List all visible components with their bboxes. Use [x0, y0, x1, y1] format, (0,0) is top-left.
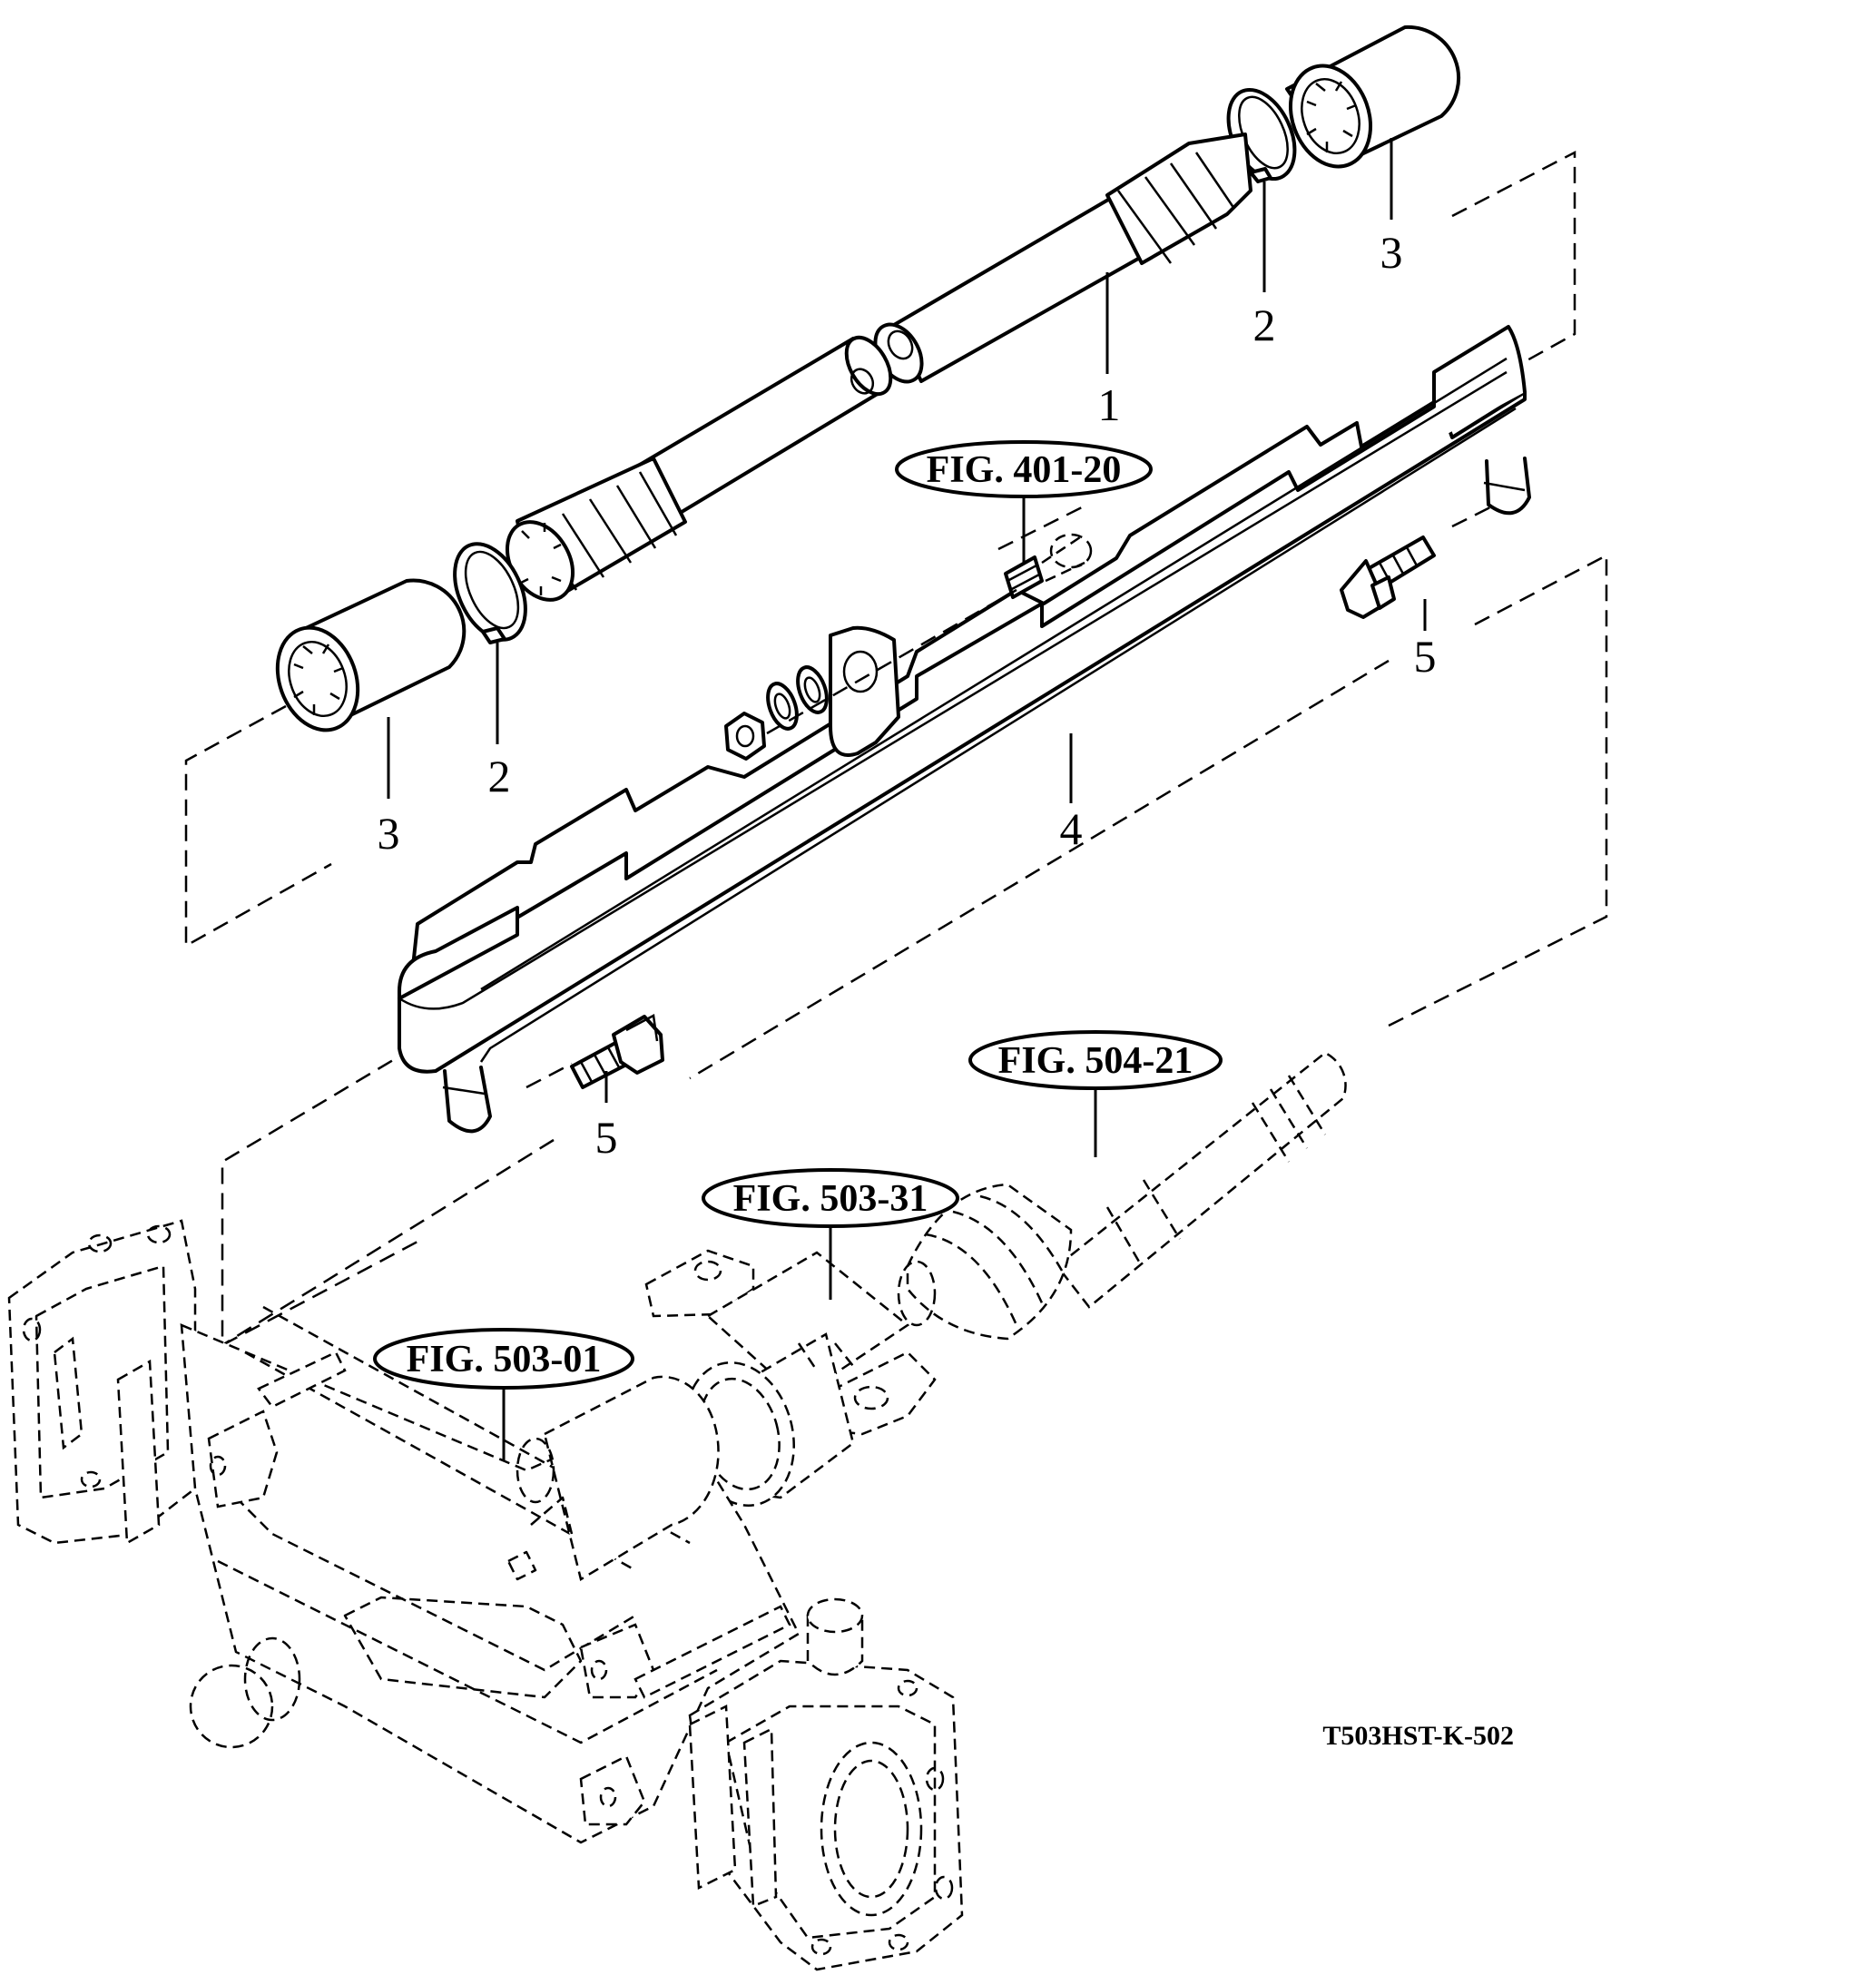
callout-2-right: 2: [1253, 300, 1276, 350]
fastener-set: [724, 533, 1093, 761]
callout-5-right: 5: [1414, 631, 1437, 682]
callout-4: 4: [1060, 803, 1083, 854]
callout-labels: 1 2 3 2 3 4 5 5: [378, 227, 1437, 1163]
shaft-guard: [398, 325, 1531, 1134]
bolt-left: [570, 1014, 664, 1089]
figure-ref-504-21: FIG. 504-21: [968, 1030, 1223, 1090]
pinion-shaft-ghost: [897, 1051, 1347, 1341]
drive-shaft: [505, 133, 1252, 602]
coupling-sleeve-left: [275, 578, 467, 732]
coupling-sleeve-right: [1285, 25, 1461, 169]
carrier-ghost: [644, 1249, 937, 1507]
figure-ref-503-31: FIG. 503-31: [702, 1168, 959, 1228]
leader-lines: [387, 138, 1427, 1461]
callout-3-left: 3: [378, 808, 400, 859]
bolt-right: [1340, 536, 1436, 619]
callout-2-left: 2: [488, 751, 511, 801]
dashed-guides: [184, 150, 1608, 1348]
snap-ring-left: [453, 542, 527, 644]
figure-ref-504-21-label: FIG. 504-21: [998, 1040, 1193, 1082]
figure-ref-401-20: FIG. 401-20: [895, 440, 1153, 498]
drawing-code: T503HST-K-502: [1322, 1721, 1514, 1751]
callout-3-right: 3: [1380, 227, 1403, 278]
figure-ref-503-01: FIG. 503-01: [373, 1328, 634, 1390]
callout-5-left: 5: [595, 1112, 618, 1163]
axle-housing-ghost: [7, 1219, 964, 1971]
callout-1: 1: [1098, 379, 1121, 430]
figure-ref-401-20-label: FIG. 401-20: [927, 449, 1122, 491]
figure-ref-503-01-label: FIG. 503-01: [407, 1339, 602, 1381]
figure-ref-503-31-label: FIG. 503-31: [733, 1178, 928, 1220]
